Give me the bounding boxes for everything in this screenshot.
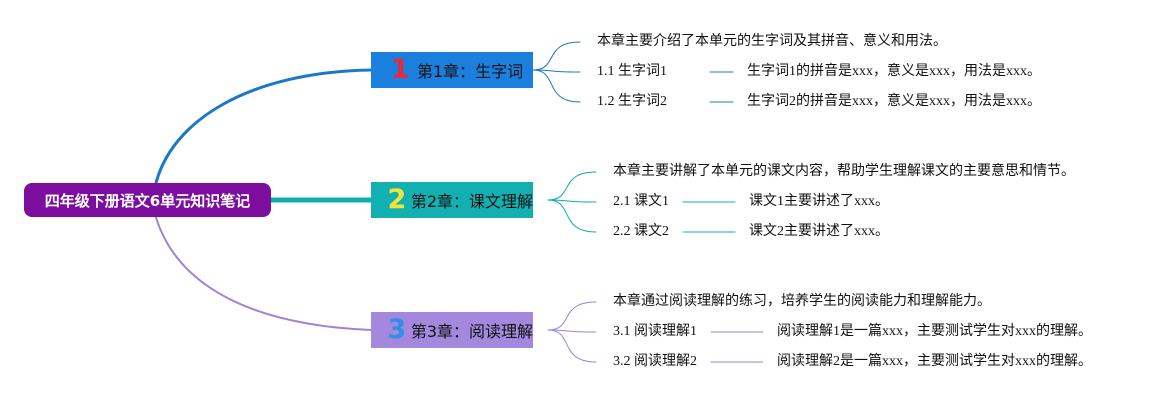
chapter-2-item-1-title[interactable]: 2.1 课文1	[613, 194, 669, 209]
chapter-1-node[interactable]: 1 第1章：生字词	[371, 52, 533, 88]
chapter-2-branch-1	[547, 171, 597, 201]
chapter-2-item-2-detail[interactable]: 课文2主要讲述了xxx。	[749, 224, 889, 239]
chapter-1-item-1-title[interactable]: 1.1 生字词1	[597, 64, 667, 79]
chapter-2-number: 2	[387, 184, 407, 215]
chapter-2-summary[interactable]: 本章主要讲解了本单元的课文内容，帮助学生理解课文的主要意思和情节。	[613, 164, 1075, 179]
chapter-3-item-2-detail[interactable]: 阅读理解2是一篇xxx，主要测试学生对xxx的理解。	[777, 354, 1092, 369]
chapter-3-item-2-title[interactable]: 3.2 阅读理解2	[613, 354, 697, 369]
chapter-1-summary[interactable]: 本章主要介绍了本单元的生字词及其拼音、意义和用法。	[597, 34, 947, 49]
chapter-2-branch-2	[547, 199, 597, 203]
chapter-3-branch-2	[547, 329, 597, 333]
root-to-chapter-1-line	[153, 68, 373, 189]
chapter-3-node[interactable]: 3 第3章：阅读理解	[371, 312, 533, 348]
root-topic[interactable]: 四年级下册语文6单元知识笔记	[24, 183, 271, 217]
chapter-1-branch-3	[532, 69, 581, 103]
chapter-3-branch-1	[547, 301, 597, 331]
chapter-3-item-1-detail[interactable]: 阅读理解1是一篇xxx，主要测试学生对xxx的理解。	[777, 324, 1092, 339]
chapter-2-node[interactable]: 2 第2章：课文理解	[371, 182, 533, 218]
chapter-3-item-1-title[interactable]: 3.1 阅读理解1	[613, 324, 697, 339]
chapter-3-label: 第3章：阅读理解	[410, 322, 533, 341]
chapter-2-branch-3	[547, 199, 597, 233]
chapter-3-number: 3	[387, 314, 407, 345]
chapter-3-summary[interactable]: 本章通过阅读理解的练习，培养学生的阅读能力和理解能力。	[613, 294, 991, 309]
chapter-1-branch-1	[532, 41, 581, 71]
chapter-2-item-1-detail[interactable]: 课文1主要讲述了xxx。	[749, 194, 889, 209]
chapter-2-item-2-title[interactable]: 2.2 课文2	[613, 224, 669, 239]
chapter-1-item-2-detail[interactable]: 生字词2的拼音是xxx，意义是xxx，用法是xxx。	[747, 94, 1041, 109]
chapter-1-number: 1	[390, 54, 410, 85]
chapter-1-item-2-title[interactable]: 1.2 生字词2	[597, 94, 667, 109]
chapter-1-item-1-detail[interactable]: 生字词1的拼音是xxx，意义是xxx，用法是xxx。	[747, 64, 1041, 79]
root-to-chapter-3-line	[154, 213, 372, 331]
chapter-3-branch-3	[547, 329, 597, 363]
chapter-1-label: 第1章：生字词	[417, 62, 524, 81]
chapter-1-branch-2	[532, 69, 581, 73]
chapter-2-label: 第2章：课文理解	[410, 192, 533, 211]
